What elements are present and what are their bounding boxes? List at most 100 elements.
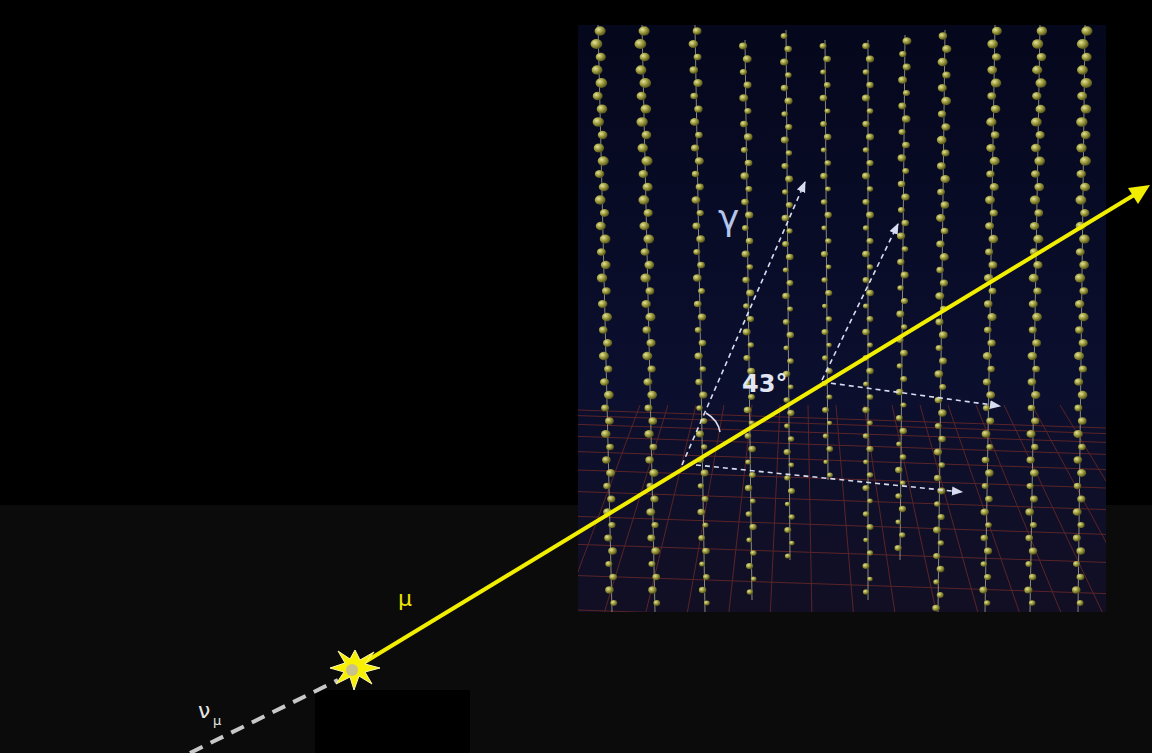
- optical-module: [1079, 234, 1090, 243]
- optical-module: [938, 436, 946, 442]
- optical-module: [1080, 209, 1089, 217]
- optical-module: [1037, 27, 1048, 36]
- optical-module: [825, 238, 832, 244]
- optical-module: [1030, 196, 1040, 205]
- optical-module: [601, 261, 611, 269]
- optical-module: [821, 147, 827, 152]
- optical-module: [748, 342, 754, 347]
- optical-module: [901, 193, 909, 200]
- optical-module: [789, 514, 795, 519]
- optical-module: [827, 421, 832, 425]
- grid-line: [1004, 405, 1106, 612]
- optical-module: [898, 103, 906, 110]
- optical-module: [636, 117, 647, 127]
- optical-module: [696, 184, 704, 191]
- optical-module: [694, 54, 702, 61]
- optical-module: [695, 132, 703, 138]
- optical-module: [1033, 287, 1041, 294]
- optical-module: [940, 175, 950, 183]
- optical-module: [989, 261, 998, 268]
- optical-module: [750, 498, 756, 503]
- optical-module: [900, 454, 907, 460]
- optical-module: [695, 157, 704, 165]
- optical-module: [599, 326, 608, 333]
- optical-module: [610, 600, 617, 606]
- optical-module: [986, 170, 994, 177]
- optical-module: [867, 472, 873, 478]
- optical-module: [602, 287, 611, 294]
- optical-module: [1076, 144, 1086, 153]
- optical-module: [934, 448, 942, 455]
- optical-module: [1037, 53, 1047, 61]
- optical-module: [822, 407, 829, 413]
- optical-module: [698, 313, 707, 320]
- optical-module: [744, 108, 751, 114]
- optical-module: [603, 483, 611, 489]
- grid-line: [602, 405, 668, 612]
- optical-module: [744, 133, 753, 140]
- optical-module: [985, 469, 994, 476]
- optical-module: [695, 379, 702, 385]
- optical-module: [867, 499, 873, 504]
- optical-module: [940, 279, 948, 286]
- optical-module: [744, 82, 752, 89]
- optical-module: [742, 225, 749, 231]
- optical-module: [866, 368, 874, 374]
- optical-module: [984, 300, 993, 307]
- optical-module: [862, 251, 870, 258]
- optical-module: [785, 502, 791, 507]
- optical-module: [1029, 274, 1039, 283]
- optical-module: [604, 391, 614, 399]
- optical-module: [899, 129, 906, 135]
- optical-module: [862, 485, 869, 491]
- optical-module: [601, 430, 610, 438]
- optical-module: [781, 85, 788, 91]
- optical-module: [606, 444, 614, 451]
- optical-module: [694, 352, 702, 359]
- optical-module: [1028, 378, 1037, 385]
- optical-module: [640, 274, 650, 283]
- optical-module: [649, 469, 658, 477]
- optical-module: [595, 195, 606, 204]
- optical-module: [938, 409, 947, 416]
- optical-module: [991, 131, 1000, 138]
- optical-module: [826, 316, 832, 321]
- optical-module: [900, 402, 906, 407]
- optical-module: [940, 253, 949, 261]
- optical-module: [867, 421, 873, 426]
- optical-module: [780, 58, 788, 65]
- optical-module: [985, 249, 993, 256]
- optical-module: [937, 136, 947, 144]
- optical-module: [745, 459, 751, 464]
- optical-module: [690, 118, 699, 126]
- optical-module: [899, 506, 906, 512]
- optical-module: [899, 428, 907, 434]
- optical-module: [821, 329, 828, 335]
- optical-module: [979, 587, 987, 594]
- optical-module: [867, 577, 872, 582]
- optical-module: [937, 162, 946, 169]
- grid-line: [920, 405, 980, 612]
- optical-module: [789, 541, 794, 546]
- optical-module: [991, 79, 1002, 88]
- optical-module: [1078, 313, 1088, 322]
- optical-module: [596, 78, 608, 88]
- angle-arc: [706, 413, 720, 432]
- optical-module: [821, 199, 828, 205]
- optical-module: [1073, 561, 1080, 567]
- optical-module: [1031, 117, 1042, 126]
- optical-module: [985, 496, 993, 503]
- optical-module: [992, 53, 1001, 61]
- optical-module: [820, 69, 826, 74]
- optical-module: [781, 163, 788, 169]
- optical-module: [787, 306, 793, 311]
- optical-module: [690, 93, 698, 100]
- optical-module: [935, 370, 944, 377]
- optical-module: [783, 267, 789, 272]
- grid-line: [686, 405, 724, 612]
- optical-module: [983, 352, 992, 360]
- optical-module: [701, 470, 709, 477]
- optical-module: [936, 345, 943, 351]
- optical-module: [1079, 365, 1087, 372]
